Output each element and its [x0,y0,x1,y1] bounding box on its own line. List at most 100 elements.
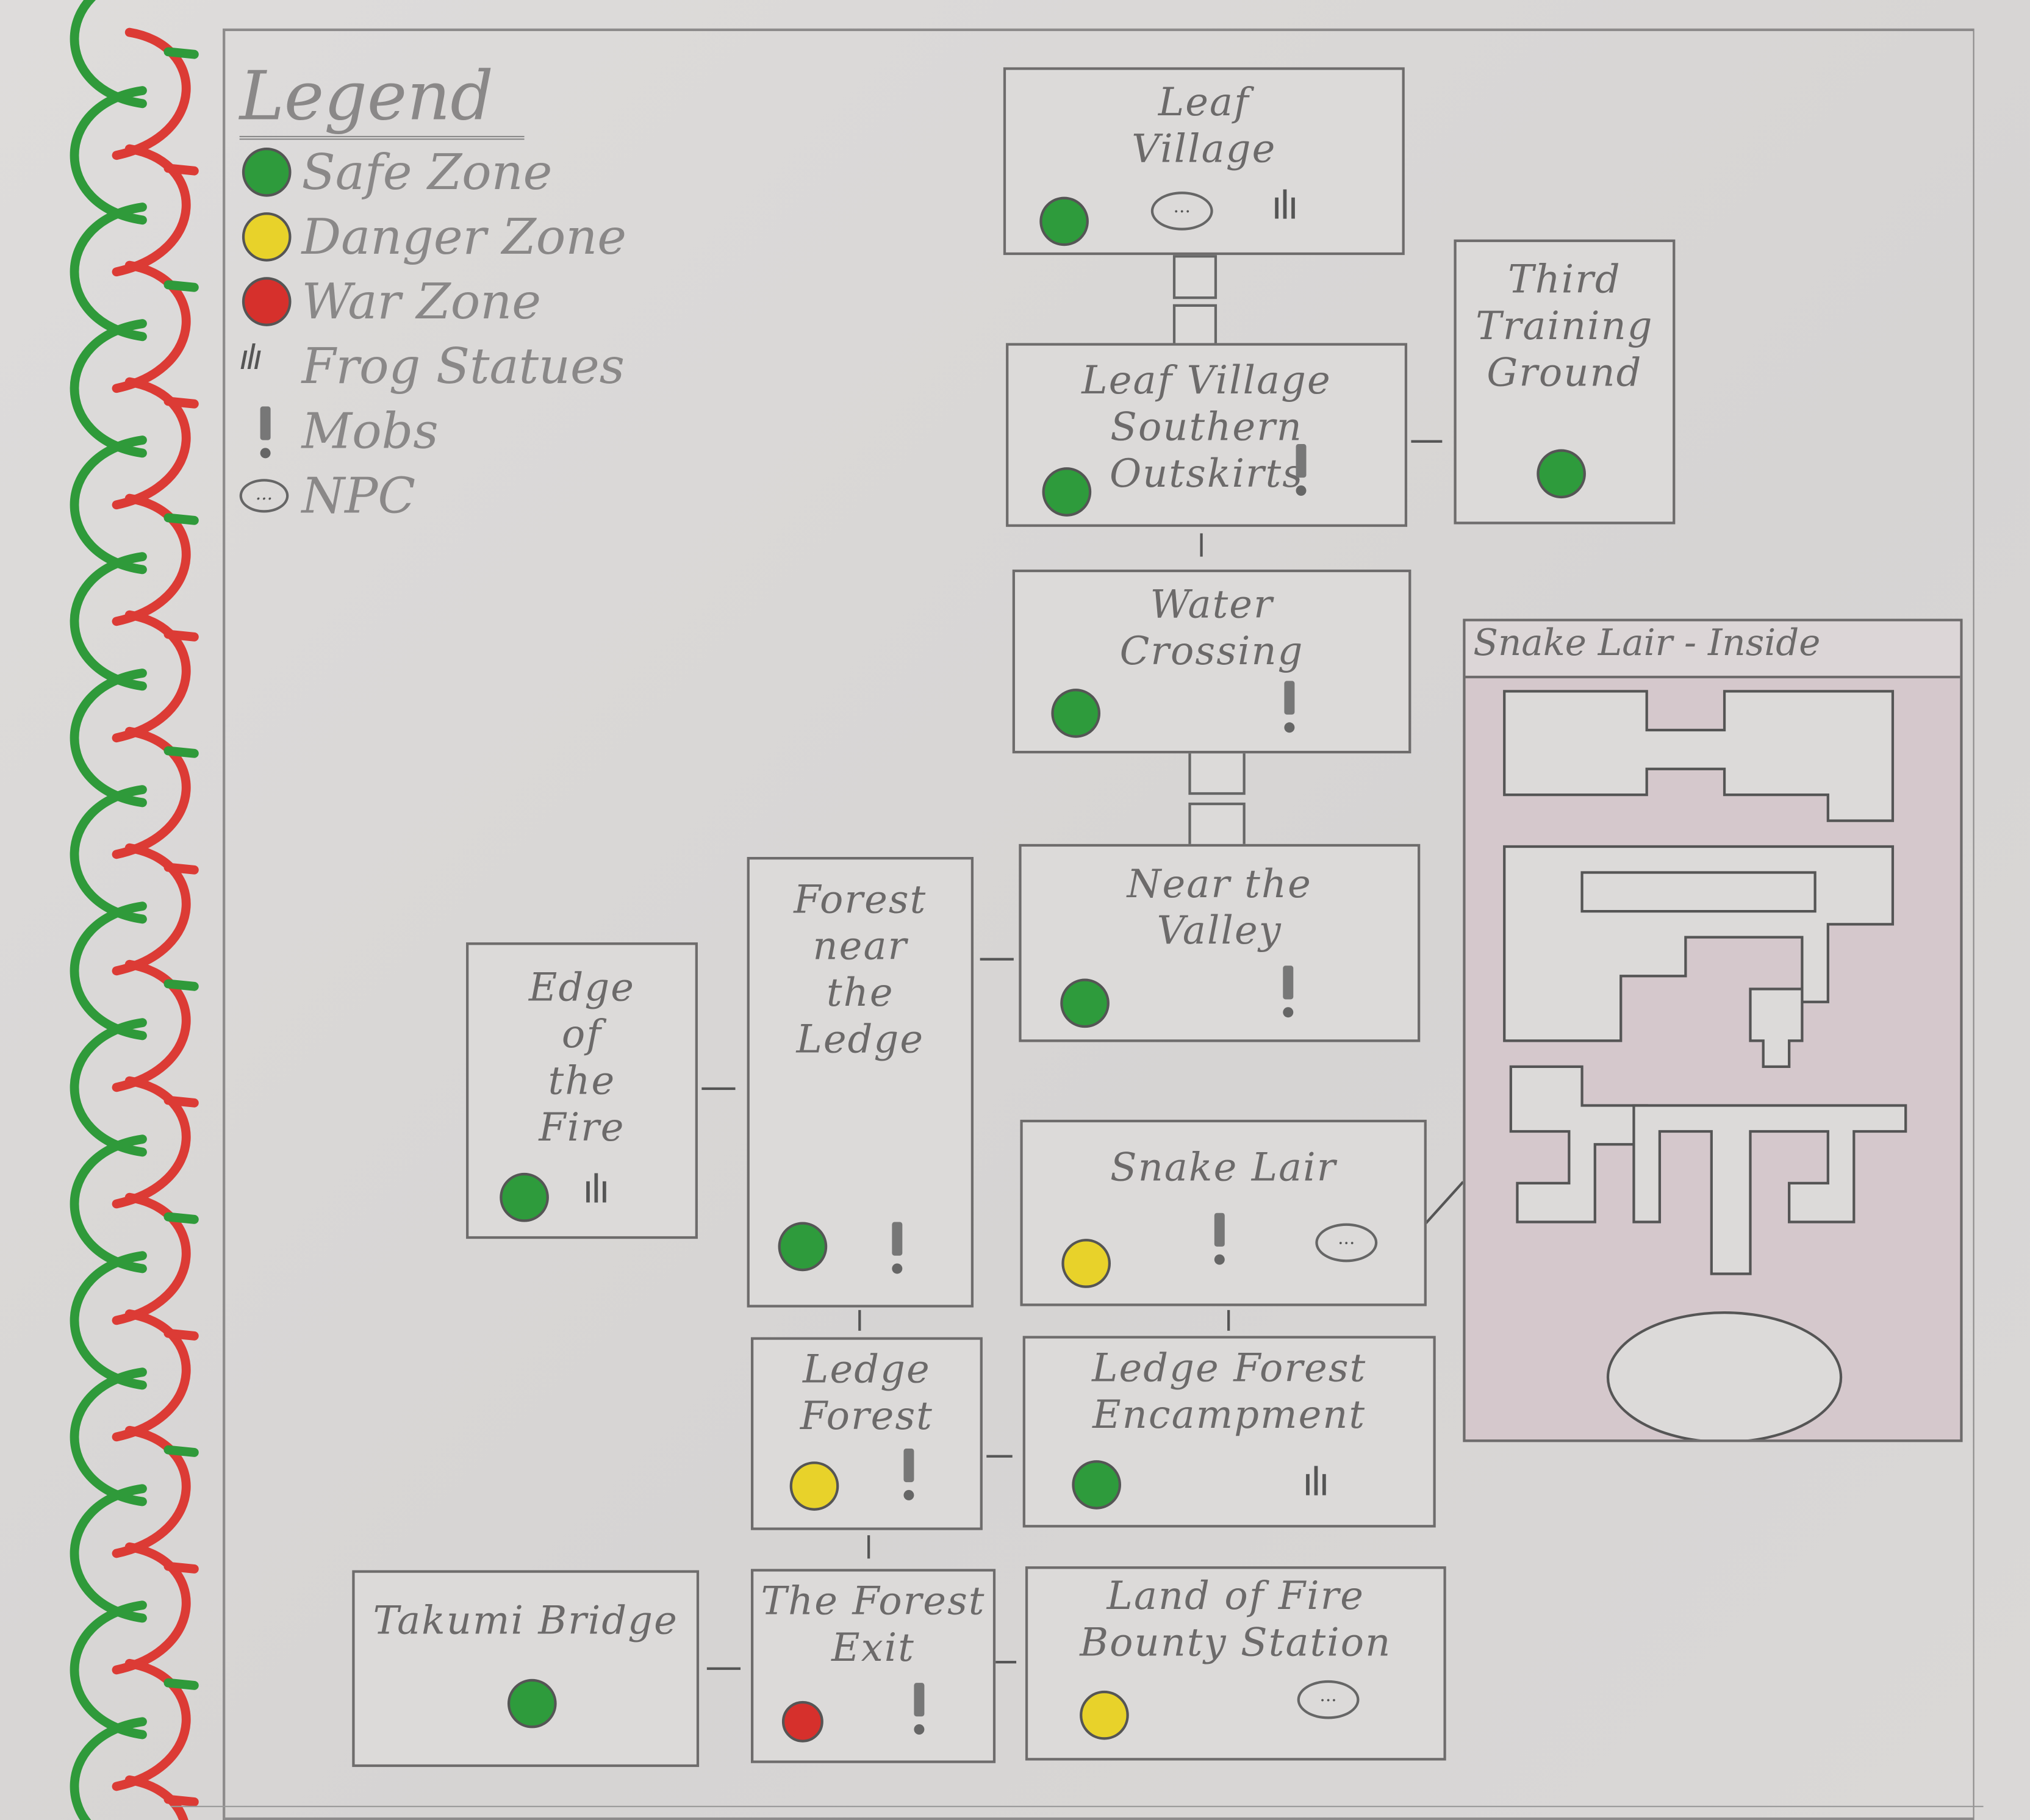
mob-icon [1283,966,1294,1018]
chain-link-green [70,901,147,1041]
mob-icon [260,406,271,459]
chain-link-green [70,1251,147,1390]
zone-title: The Forest Exit [761,1579,986,1672]
legend-label: Frog Statues [301,337,625,395]
legend-danger: Danger Zone [240,204,626,269]
zone-title: Ledge Forest [800,1347,934,1440]
safe-zone-icon [1060,978,1110,1028]
chain-link-green [70,0,147,109]
zone-title: Near the Valley [1127,862,1312,955]
chain-link-red [112,1542,191,1675]
chain-link-red [112,377,191,510]
zone-ledge-forest-encampment[interactable]: Ledge Forest Encampment ılı [1022,1336,1436,1528]
zone-land-of-fire-bounty-station[interactable]: Land of Fire Bounty Station ... [1025,1566,1446,1761]
chain-link-red [112,1309,191,1442]
danger-zone-icon [789,1461,839,1511]
chain-link-green [70,319,147,458]
path-connector [1227,1309,1230,1331]
zone-water-crossing[interactable]: Water Crossing [1012,569,1411,754]
safe-zone-icon [1039,196,1089,246]
chain-dash [163,163,199,176]
chain-dash [163,1328,199,1341]
chain-dash [163,513,199,525]
mob-icon [892,1222,903,1274]
chain-dash [163,1678,199,1690]
mob-icon [1296,443,1307,496]
zone-leaf-village[interactable]: Leaf Village ... ılı [1003,67,1405,256]
path-connector [701,1087,736,1091]
legend-label: Safe Zone [301,143,553,201]
chain-dash [163,1095,199,1108]
war-zone-icon [781,1700,823,1743]
legend-npc: ...NPC [239,464,626,528]
legend-label: War Zone [301,273,541,331]
chain-link-green [70,1134,147,1274]
safe-zone-icon [1537,449,1586,499]
frog-statue-icon: ılı [1271,184,1299,229]
chain-link-red [112,260,191,393]
chain-link-red [112,1658,191,1791]
chain-dash [163,746,199,758]
chain-dash [163,979,199,991]
safe-zone-icon [1051,689,1101,738]
chain-link-red [112,144,191,277]
chain-link-green [70,1717,147,1820]
chain-link-green [70,435,147,575]
chain-link-green [70,1600,147,1739]
safe-zone-icon [778,1222,828,1272]
zone-title: Third Training Ground [1476,257,1654,396]
zone-title: Leaf Village [1132,80,1277,173]
chain-link-green [70,86,147,225]
zone-forest-near-the-ledge[interactable]: Forest near the Ledge [747,857,974,1308]
zone-snake-lair[interactable]: Snake Lair ... [1020,1119,1427,1306]
chain-link-red [112,726,191,859]
snake-lair-inside[interactable]: Snake Lair - Inside [1463,618,1963,1442]
chain-link-green [70,552,147,691]
frog-statue-icon: ılı [583,1167,610,1213]
chain-dash [163,280,199,292]
chain-dash [163,396,199,409]
frog-statue-icon: ılı [239,339,262,378]
safe-zone-icon [500,1172,549,1222]
chain-link-green [70,202,147,342]
chain-link-green [70,668,147,808]
chain-link-green [70,1018,147,1157]
chain-link-red [112,1425,191,1558]
zone-title: Water Crossing [1119,582,1304,675]
zone-title: Edge of the Fire [528,966,636,1151]
chain-link-red [112,610,191,743]
zone-edge-of-the-fire[interactable]: Edge of the Fire ılı [466,942,698,1239]
path-connector [1411,440,1443,443]
legend-title: Legend [239,59,525,140]
zone-title: Takumi Bridge [373,1599,678,1644]
legend-label: Mobs [301,403,439,460]
zone-takumi-bridge[interactable]: Takumi Bridge [352,1570,700,1768]
zone-near-the-valley[interactable]: Near the Valley [1019,844,1421,1042]
safe-zone-icon [507,1678,557,1729]
npc-icon: ... [239,479,289,513]
zone-title: Ledge Forest Encampment [1092,1346,1367,1438]
zone-the-forest-exit[interactable]: The Forest Exit [750,1569,996,1763]
path-connector [995,1661,1017,1664]
path-connector [1200,533,1203,557]
mob-icon [914,1683,925,1735]
legend-frog: ılı Frog Statues [240,334,626,399]
chain-link-green [70,1484,147,1623]
bridge-connector [1188,750,1246,795]
red-dot-icon [242,277,292,326]
chain-link-red [112,1076,191,1209]
chain-link-green [70,1367,147,1507]
path-connector [986,1455,1013,1458]
frog-statue-icon: ılı [1302,1460,1330,1506]
zone-leaf-village-outskirts[interactable]: Leaf Village Southern Outskirts [1006,343,1408,527]
path-connector [980,958,1014,961]
mob-icon [903,1448,914,1500]
mob-icon [1214,1213,1225,1265]
zone-third-training-ground[interactable]: Third Training Ground [1454,239,1676,525]
map-frame [223,28,1974,1820]
chain-link-red [112,493,191,626]
green-dot-icon [242,147,292,197]
zone-ledge-forest[interactable]: Ledge Forest [750,1337,983,1530]
zone-title: Land of Fire Bounty Station [1080,1574,1392,1666]
